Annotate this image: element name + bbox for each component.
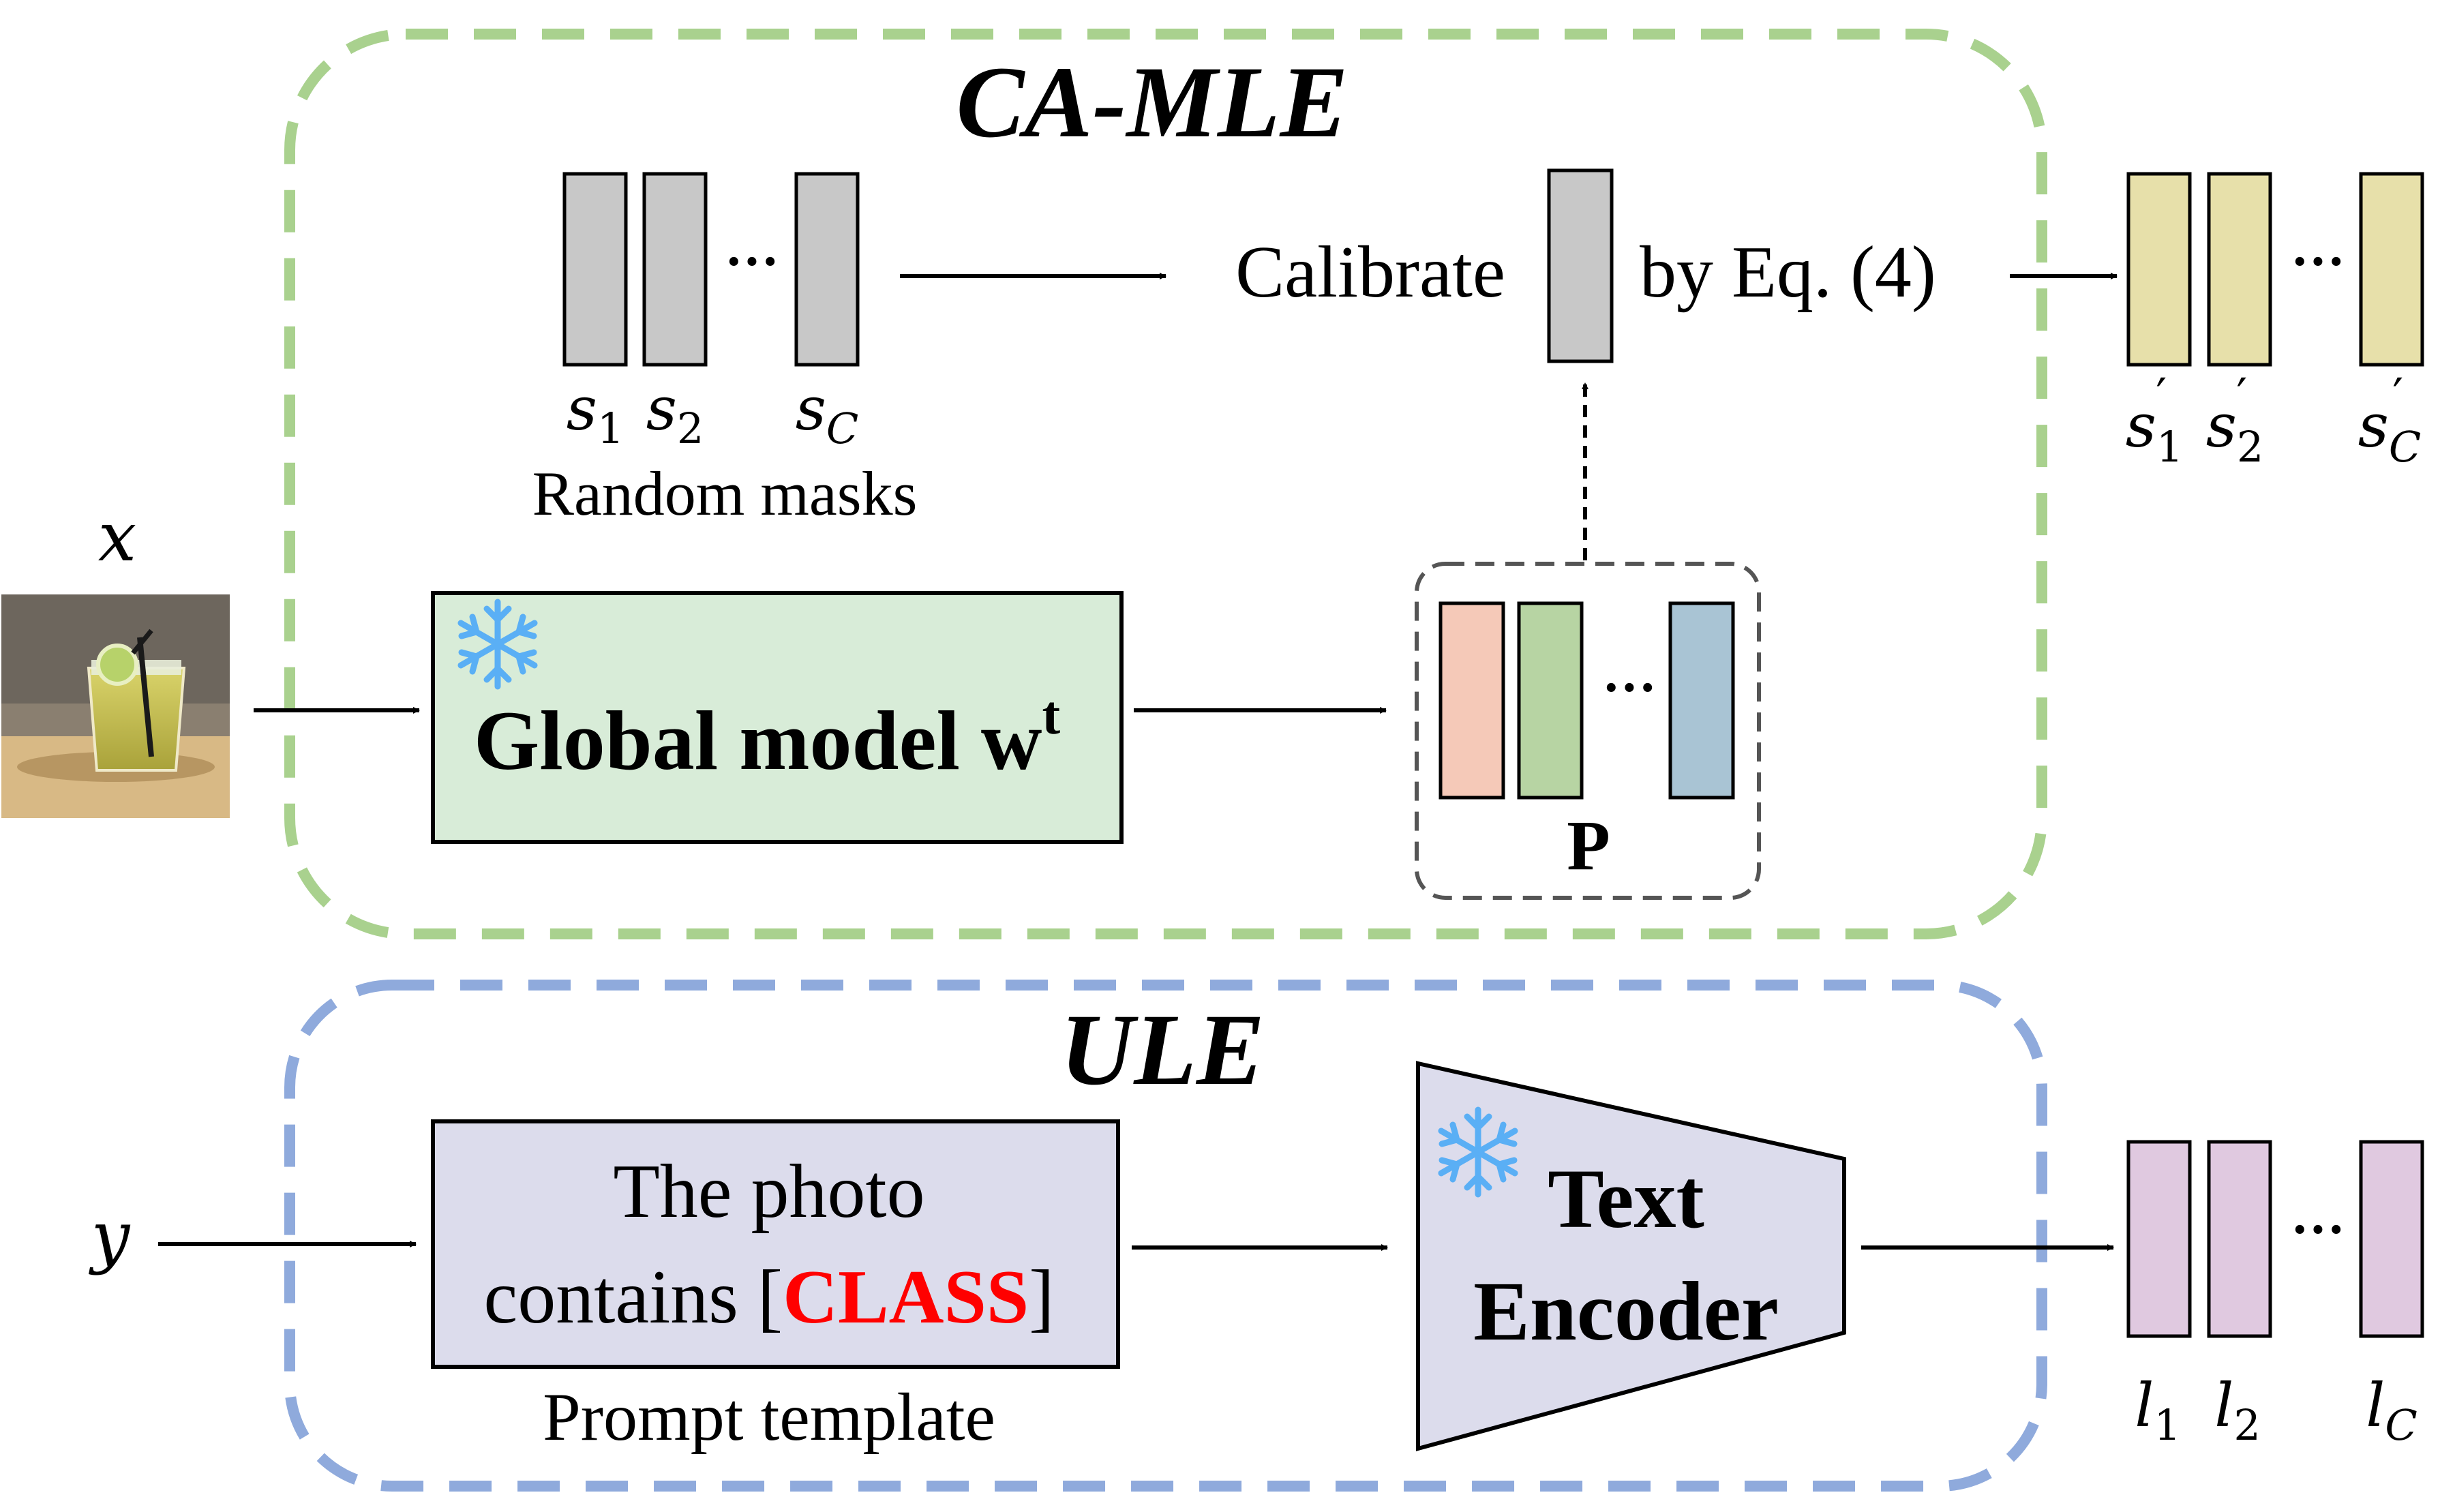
calibrate-label: Calibrate — [1235, 232, 1505, 313]
calibrated-bar-s1 — [2126, 172, 2192, 367]
encoder-line-1: Text — [1548, 1152, 1704, 1245]
encoder-line-2: Encoder — [1473, 1265, 1779, 1358]
ule-region — [284, 980, 2047, 1492]
p-label: P — [1567, 806, 1610, 885]
output-bar-l1 — [2126, 1140, 2192, 1338]
p-box — [1415, 562, 1761, 900]
prompt-line-2: contains [CLASS] — [484, 1255, 1055, 1340]
mask-label-sc: sC — [796, 374, 859, 453]
text-encoder-trapezoid — [1416, 1061, 1846, 1451]
mask-label-s1: s1 — [567, 374, 624, 453]
calibration-bar — [1547, 168, 1614, 363]
calibrated-label-s2: s2′ — [2206, 368, 2264, 472]
mask-label-s2: s2 — [646, 374, 704, 453]
output-ellipsis: ··· — [2291, 1200, 2345, 1260]
prompt-box — [431, 1119, 1120, 1369]
output-bar-lc — [2359, 1140, 2424, 1338]
output-bar-l2 — [2207, 1140, 2272, 1338]
ca-mle-region — [284, 29, 2047, 939]
ca-mle-title: CA-MLE — [956, 46, 1348, 159]
random-masks-label: Random masks — [532, 459, 918, 528]
prompt-class-token: CLASS — [783, 1255, 1029, 1340]
output-label-l1: l1 — [2135, 1370, 2181, 1450]
calibrated-label-s1: s1′ — [2126, 368, 2184, 472]
global-model-box — [431, 591, 1124, 844]
mask-bar-sc — [794, 172, 860, 367]
mask-bar-s1 — [562, 172, 628, 367]
prompt-template-label: Prompt template — [543, 1379, 995, 1455]
calibrated-ellipsis: ··· — [2291, 232, 2345, 292]
input-x-label: x — [98, 497, 136, 577]
calibrated-bar-s2 — [2207, 172, 2272, 367]
p-bar-1 — [1439, 601, 1505, 800]
calibrated-bar-sc — [2359, 172, 2424, 367]
cocktail-photo — [1, 594, 230, 818]
global-model-label: Global model wt — [474, 686, 1061, 787]
input-y-label: y — [89, 1196, 131, 1276]
ule-title: ULE — [1060, 993, 1265, 1106]
p-bar-2 — [1517, 601, 1584, 800]
p-bar-c — [1668, 601, 1735, 800]
calibrated-label-sc: sC′ — [2358, 368, 2422, 472]
output-label-l2: l2 — [2214, 1370, 2261, 1450]
output-label-lc: lC — [2366, 1370, 2418, 1450]
mask-bar-s2 — [642, 172, 708, 367]
by-eq-label: by Eq. (4) — [1640, 232, 1936, 313]
mask-ellipsis: ··· — [725, 232, 779, 292]
prompt-line-1: The photo — [613, 1149, 924, 1234]
p-ellipsis: ··· — [1602, 658, 1657, 718]
